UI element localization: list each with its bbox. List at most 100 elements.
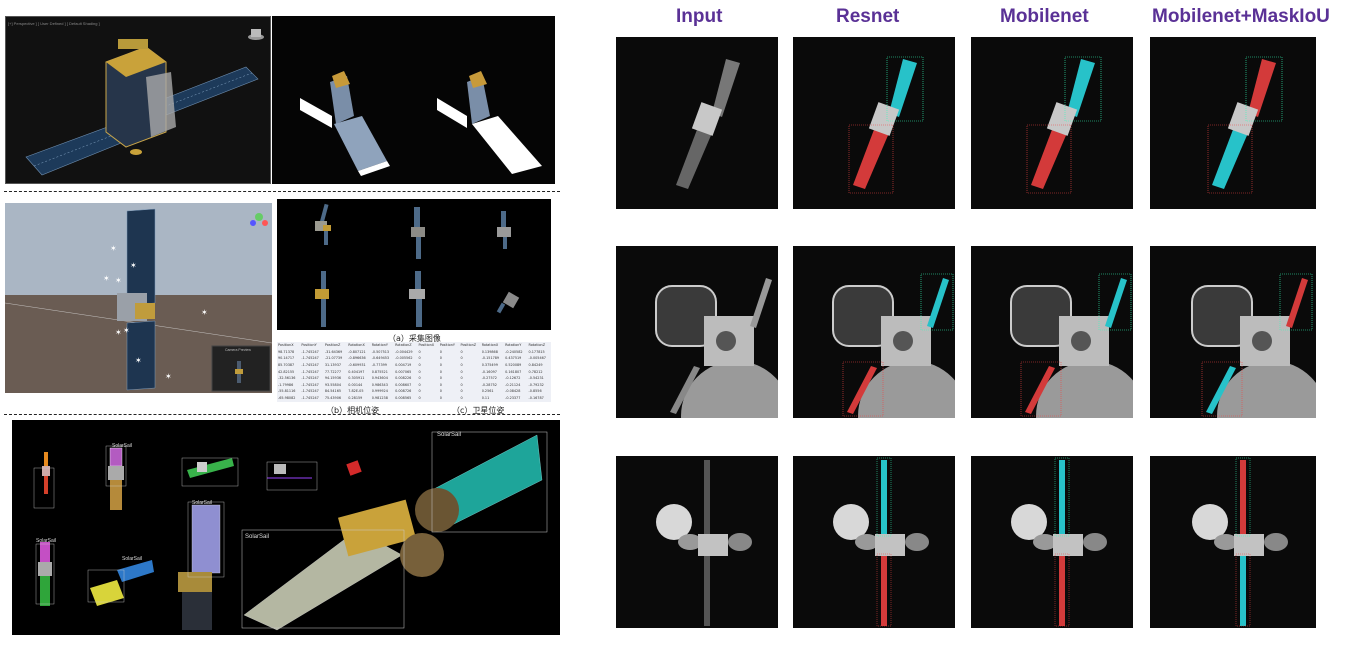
table-cell: -0.507513	[371, 349, 390, 354]
table-cell: 0.008726	[395, 389, 412, 394]
table-cell: 0.981238	[371, 396, 388, 401]
result-image-content	[971, 37, 1133, 209]
table-cell: -0.151789	[481, 356, 500, 361]
table-cell: 0.875521	[371, 369, 388, 374]
svg-text:✶: ✶	[165, 372, 172, 381]
table-cell: -1.745247	[301, 382, 319, 387]
table-cell: 0	[418, 396, 421, 401]
svg-text:✶: ✶	[110, 244, 117, 253]
table-header-cell: RotationX	[348, 343, 365, 348]
section-divider	[4, 191, 560, 192]
table-cell: 0.11	[481, 396, 490, 401]
result-image-content	[1152, 246, 1316, 418]
table-cell: -1.745247	[301, 376, 319, 381]
svg-text:[+] Perspective ] [ User Defin: [+] Perspective ] [ User Defined ] [ Def…	[8, 21, 100, 26]
column-title-input: Input	[676, 6, 723, 27]
table-cell: -32.56136	[278, 376, 296, 381]
table-cell: 0	[439, 369, 442, 374]
sail-label-1: SolarSail	[112, 443, 132, 449]
table-cell: -55.81116	[278, 389, 296, 394]
result-image-content	[793, 37, 955, 209]
table-cell: 0	[439, 389, 442, 394]
table-header-cell: PositionX	[278, 343, 294, 348]
table-cell: 0.008565	[395, 396, 412, 401]
table-header-cell: PositionZ	[460, 343, 477, 348]
table-cell: -1.745247	[301, 356, 319, 361]
table-cell: -1.745247	[301, 389, 319, 394]
svg-text:✶: ✶	[115, 328, 122, 337]
result-image-r1-c1	[616, 37, 778, 209]
table-cell: -0.16097	[481, 369, 497, 374]
table-cell: 0.2561	[481, 389, 494, 394]
svg-text:✶: ✶	[135, 356, 142, 365]
table-cell: 0.437519	[505, 356, 522, 361]
table-cell: -1.745247	[301, 369, 319, 374]
table-cell: 0	[460, 356, 463, 361]
sail-label-main: SolarSail	[245, 534, 269, 540]
table-cell: 0.404197	[348, 369, 365, 374]
result-image-r1-c2	[793, 37, 955, 209]
table-cell: 0	[439, 382, 442, 387]
result-image-content	[616, 246, 778, 418]
table-header-cell: RotationZ	[528, 343, 546, 348]
table-cell: 0	[418, 389, 421, 394]
table-cell: -1.79986	[278, 382, 294, 387]
svg-text:✶: ✶	[123, 326, 130, 335]
table-cell: -0.12672	[505, 376, 521, 381]
table-cell: 0	[418, 349, 421, 354]
table-cell: -0.896636	[348, 356, 366, 361]
table-header-cell: PositionY	[439, 343, 455, 348]
column-title-mobilenet: Mobilenet	[1000, 6, 1089, 27]
table-cell: 0.943604	[371, 376, 388, 381]
table-cell: 0.007065	[395, 369, 412, 374]
table-cell: 0	[418, 356, 421, 361]
table-header-cell: RotationX	[481, 343, 499, 348]
result-image-content	[616, 37, 778, 209]
table-header-cell: PositionX	[418, 343, 435, 348]
table-cell: 98.71378	[278, 349, 295, 354]
table-row: 90.14717-1.745247-21.07739-0.896636-0.64…	[277, 355, 551, 362]
table-cell: -0.28752	[481, 382, 497, 387]
table-cell: 0.004719	[395, 363, 412, 368]
pose-table-header: PositionX PositionY PositionZ RotationX Rota…	[277, 342, 551, 349]
table-cell: -1.745247	[301, 363, 319, 368]
table-cell: 85.70387	[278, 363, 295, 368]
svg-text:✶: ✶	[130, 261, 137, 270]
sail-label-3: SolarSail	[122, 556, 142, 562]
table-cell: -0.609931	[348, 363, 366, 368]
mask-render	[272, 16, 555, 184]
table-cell: -0.23377	[505, 396, 521, 401]
table-cell: 84.54165	[324, 389, 342, 394]
result-image-r2-c3	[971, 246, 1133, 418]
caption-a: （a）采集图像	[388, 334, 441, 343]
mask-render-view	[272, 16, 555, 184]
table-header-cell: PositionZ	[324, 343, 341, 348]
result-image-content	[616, 456, 778, 628]
table-cell: 0	[418, 382, 421, 387]
result-image-r1-c3	[971, 37, 1133, 209]
labeled-samples: SolarSail SolarSail SolarSail SolarSail …	[12, 420, 560, 635]
table-cell: 0.177815	[528, 349, 545, 354]
result-image-content	[1152, 456, 1314, 628]
table-cell: 0.375499	[481, 363, 498, 368]
table-cell: 0	[418, 369, 421, 374]
result-image-r3-c1	[616, 456, 778, 628]
sail-label-4: SolarSail	[36, 538, 56, 544]
table-cell: -1.745247	[301, 396, 319, 401]
table-cell: -0.21124	[505, 382, 521, 387]
result-image-content	[793, 246, 955, 418]
result-image-r2-c2	[793, 246, 955, 418]
table-header-cell: PositionY	[301, 343, 317, 348]
table-row: 98.71378-1.745247-31.64369-0.807121-0.50…	[277, 349, 551, 356]
table-header-cell: RotationZ	[395, 343, 412, 348]
table-cell: 0	[439, 356, 442, 361]
table-cell: -65.98082	[278, 396, 296, 401]
table-cell: -0.8556	[528, 389, 542, 394]
table-cell: 75.43906	[324, 396, 342, 401]
table-cell: 0	[460, 382, 463, 387]
table-cell: -21.07739	[324, 356, 343, 361]
result-image-r3-c3	[971, 456, 1133, 628]
unity-scene-view: ✶✶✶ ✶✶✶ ✶✶✶ Camera Preview	[5, 203, 272, 393]
result-image-r3-c4	[1150, 456, 1316, 628]
